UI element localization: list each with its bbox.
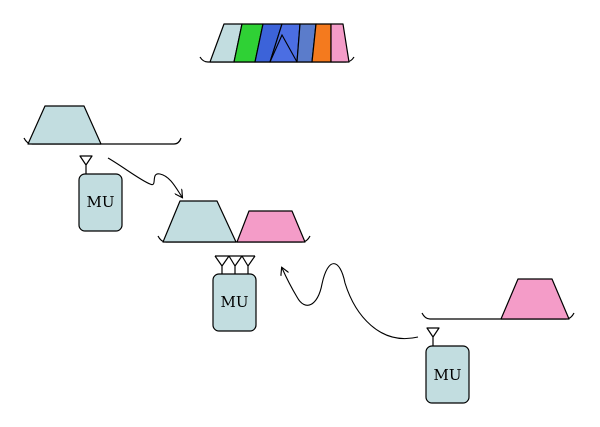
left-spectrum-baseline <box>23 137 182 145</box>
right-spectrum-baseline <box>421 312 575 320</box>
spectrum-overlap-lines <box>269 33 298 63</box>
mu-label-center: MU <box>220 293 248 311</box>
center-spectrum-band-lightblue <box>162 200 237 243</box>
mu-label-right: MU <box>433 366 461 384</box>
left-spectrum-band <box>27 105 102 145</box>
arrow-icon <box>282 263 419 340</box>
mu-body-right <box>425 345 470 404</box>
antenna-array-icon <box>214 255 256 274</box>
spectrum-band-pink <box>330 23 350 63</box>
mu-label-left: MU <box>86 193 114 211</box>
antenna-icon <box>79 155 93 174</box>
left-spectrum <box>23 105 182 145</box>
center-spectrum <box>157 200 311 243</box>
antenna-icon <box>426 327 440 346</box>
right-spectrum-band <box>500 278 570 320</box>
arrow-icon <box>107 157 182 197</box>
center-spectrum-band-pink <box>236 210 306 243</box>
combined-spectrum <box>199 23 355 63</box>
right-spectrum <box>421 278 575 320</box>
mu-device-left: MU <box>78 155 123 232</box>
mu-body-center <box>212 273 257 332</box>
mu-body-left <box>78 173 123 232</box>
mu-device-right: MU <box>425 327 470 404</box>
mu-device-center: MU <box>212 255 257 332</box>
spectrum-band-orange <box>311 23 332 63</box>
